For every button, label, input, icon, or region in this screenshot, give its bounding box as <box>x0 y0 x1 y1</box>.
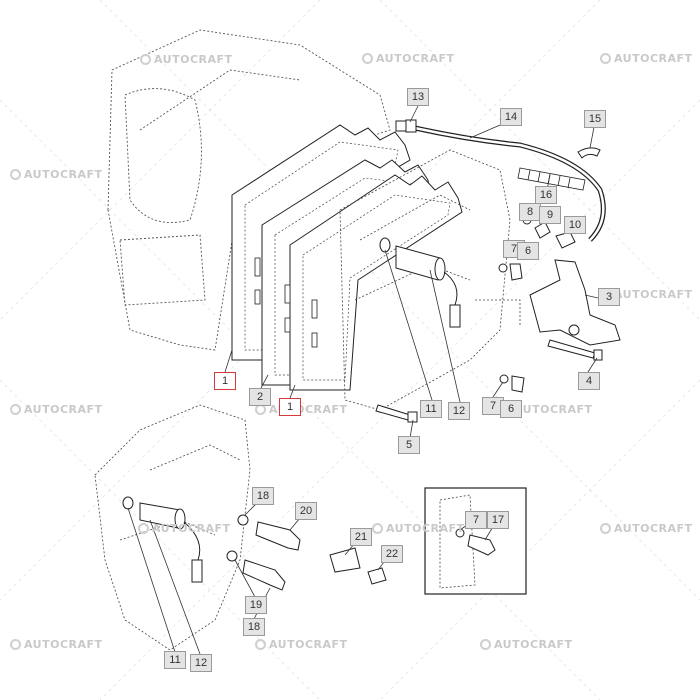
bracket-3 <box>529 259 621 346</box>
callout-20[interactable]: 20 <box>295 502 317 520</box>
watermark: AUTOCRAFT <box>480 638 573 651</box>
callout-6-top[interactable]: 6 <box>517 242 539 260</box>
callout-3[interactable]: 3 <box>598 288 620 306</box>
callout-6-bottom[interactable]: 6 <box>500 400 522 418</box>
connector-22 <box>367 567 387 585</box>
callout-18-bottom[interactable]: 18 <box>243 618 265 636</box>
callout-11-bottom[interactable]: 11 <box>164 651 186 669</box>
watermark: AUTOCRAFT <box>140 53 233 66</box>
callout-19[interactable]: 19 <box>245 596 267 614</box>
callout-15[interactable]: 15 <box>584 110 606 128</box>
watermark: AUTOCRAFT <box>600 52 693 65</box>
callout-22[interactable]: 22 <box>381 545 403 563</box>
watermark: AUTOCRAFT <box>10 168 103 181</box>
callout-7-inset[interactable]: 7 <box>465 511 487 529</box>
connector-21 <box>329 547 361 573</box>
watermark: AUTOCRAFT <box>138 522 231 535</box>
callout-12-bottom[interactable]: 12 <box>190 654 212 672</box>
callout-10[interactable]: 10 <box>564 216 586 234</box>
pipe-14 <box>414 125 606 242</box>
fitting-10 <box>555 231 576 249</box>
solenoid-top <box>379 237 461 328</box>
callout-1-highlight-second[interactable]: 1 <box>279 398 301 416</box>
callout-16[interactable]: 16 <box>535 186 557 204</box>
callout-13[interactable]: 13 <box>407 88 429 106</box>
callout-1-highlight[interactable]: 1 <box>214 372 236 390</box>
callout-9[interactable]: 9 <box>539 206 561 224</box>
solenoid-lower <box>122 496 203 583</box>
callout-21[interactable]: 21 <box>350 528 372 546</box>
watermark: AUTOCRAFT <box>255 638 348 651</box>
o-ring-18-top <box>237 514 249 526</box>
callout-18-top[interactable]: 18 <box>252 487 274 505</box>
bolt-4 <box>547 339 603 361</box>
valve-body <box>339 149 521 411</box>
callout-5[interactable]: 5 <box>398 436 420 454</box>
watermark: AUTOCRAFT <box>372 522 465 535</box>
sensor-19 <box>242 559 286 591</box>
callout-4[interactable]: 4 <box>578 372 600 390</box>
callout-17[interactable]: 17 <box>487 511 509 529</box>
watermark: AUTOCRAFT <box>362 52 455 65</box>
bolt-5 <box>375 404 418 423</box>
gasket-plate-3 <box>289 174 463 391</box>
callout-11-top[interactable]: 11 <box>420 400 442 418</box>
clip-15 <box>577 147 601 159</box>
o-ring-18-bottom <box>226 550 238 562</box>
callout-2[interactable]: 2 <box>249 388 271 406</box>
nut-9 <box>534 221 551 239</box>
callout-14[interactable]: 14 <box>500 108 522 126</box>
fitting-13 <box>395 119 417 133</box>
watermark: AUTOCRAFT <box>10 403 103 416</box>
callout-12-top[interactable]: 12 <box>448 402 470 420</box>
watermark: AUTOCRAFT <box>600 522 693 535</box>
watermark: AUTOCRAFT <box>10 638 103 651</box>
callout-8[interactable]: 8 <box>519 203 541 221</box>
